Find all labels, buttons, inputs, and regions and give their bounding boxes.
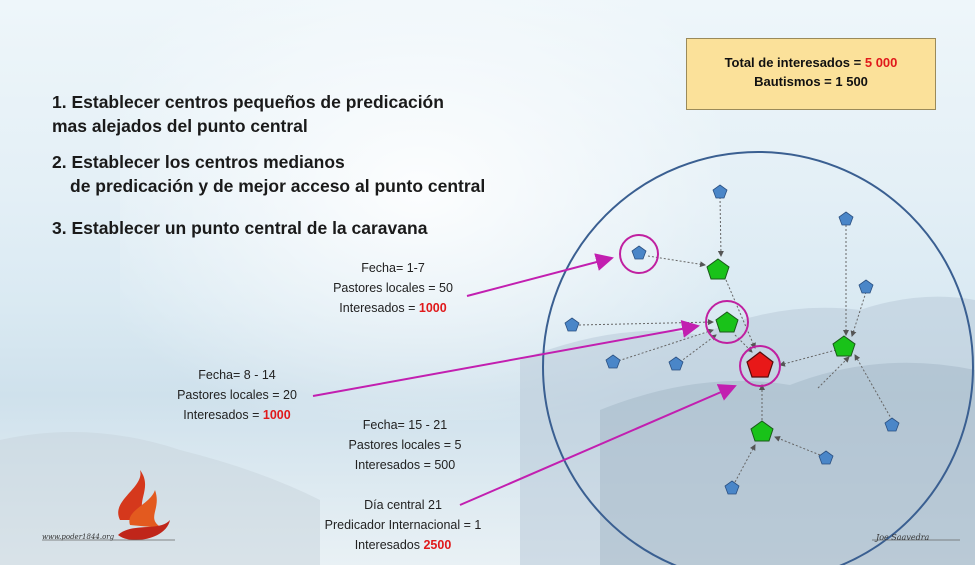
arrow-phase-1 bbox=[466, 253, 614, 297]
link bbox=[854, 354, 893, 421]
small-center bbox=[631, 245, 647, 260]
logo-flame bbox=[118, 470, 170, 540]
total-interesados-value: 5 000 bbox=[864, 55, 898, 70]
phase-4-interesados: Interesados 2500 bbox=[308, 535, 498, 555]
link bbox=[578, 319, 714, 326]
small-center bbox=[605, 354, 621, 369]
total-interesados-label: Total de interesados = bbox=[724, 55, 865, 70]
phase-4-interesados-label: Interesados bbox=[354, 538, 424, 552]
phase-1-interesados: Interesados = 1000 bbox=[318, 298, 468, 318]
phase-1-label: Fecha= 1-7 Pastores locales = 50 Interes… bbox=[318, 258, 468, 318]
caravan-area-circle bbox=[542, 151, 974, 565]
step-2-line-2: de predicación y de mejor acceso al punt… bbox=[70, 176, 486, 196]
link bbox=[734, 444, 756, 483]
small-center bbox=[818, 450, 834, 465]
link bbox=[614, 328, 714, 363]
small-center bbox=[884, 417, 900, 432]
total-bautismos: Bautismos = 1 500 bbox=[754, 74, 868, 89]
phase-4-pastores: Predicador Internacional = 1 bbox=[324, 518, 482, 532]
small-center bbox=[712, 184, 728, 199]
phase-3-interesados-value: 500 bbox=[434, 458, 456, 472]
link bbox=[717, 196, 724, 257]
phase-2-interesados: Interesados = 1000 bbox=[162, 405, 312, 425]
phase-1-fecha: Fecha= 1-7 bbox=[361, 261, 425, 275]
small-center bbox=[838, 211, 854, 226]
website-url: www.poder1844.org bbox=[42, 533, 115, 541]
step-1-line-1: 1. Establecer centros pequeños de predic… bbox=[52, 92, 444, 112]
phase-4-fecha: Día central 21 bbox=[364, 498, 442, 512]
link bbox=[679, 334, 717, 363]
phase-2-interesados-label: Interesados = bbox=[183, 408, 263, 422]
link bbox=[850, 291, 867, 337]
highlight-ring-medium bbox=[705, 300, 749, 344]
connections bbox=[578, 196, 893, 483]
medium-center bbox=[715, 311, 739, 333]
phase-4-label: Día central 21 Predicador Internacional … bbox=[308, 495, 498, 555]
medium-center bbox=[750, 420, 774, 442]
callout-arrows bbox=[312, 253, 737, 506]
main-center bbox=[746, 351, 774, 378]
highlight-ring-small bbox=[619, 234, 659, 274]
link bbox=[725, 279, 756, 349]
medium-centers bbox=[706, 258, 856, 442]
phase-1-interesados-label: Interesados = bbox=[339, 301, 419, 315]
small-center bbox=[858, 279, 874, 294]
small-centers bbox=[564, 184, 900, 495]
phase-3-pastores: Pastores locales = 5 bbox=[348, 438, 462, 452]
phase-1-interesados-value: 1000 bbox=[418, 301, 447, 315]
phase-3-interesados: Interesados = 500 bbox=[330, 455, 480, 475]
phase-2-fecha: Fecha= 8 - 14 bbox=[198, 368, 276, 382]
phase-4-interesados-value: 2500 bbox=[423, 538, 452, 552]
phase-2-pastores: Pastores locales = 20 bbox=[177, 388, 297, 402]
phase-3-fecha: Fecha= 15 - 21 bbox=[362, 418, 448, 432]
arrow-phase-4 bbox=[459, 384, 737, 506]
step-1-line-2: mas alejados del punto central bbox=[52, 116, 308, 136]
link bbox=[817, 356, 850, 389]
link bbox=[779, 349, 837, 367]
small-center bbox=[564, 317, 580, 332]
signature: Joe Saavedra bbox=[876, 533, 930, 542]
arrow-phase-2 bbox=[312, 320, 700, 397]
phase-3-label: Fecha= 15 - 21 Pastores locales = 5 Inte… bbox=[330, 415, 480, 475]
totals-box: Total de interesados = 5 000 Bautismos =… bbox=[686, 38, 936, 110]
link bbox=[774, 436, 821, 456]
step-2-line-1: 2. Establecer los centros medianos bbox=[52, 152, 345, 172]
medium-center bbox=[706, 258, 730, 280]
small-center bbox=[668, 356, 684, 371]
highlight-ring-main bbox=[739, 345, 781, 387]
phase-2-interesados-value: 1000 bbox=[262, 408, 291, 422]
phase-1-pastores: Pastores locales = 50 bbox=[333, 281, 453, 295]
medium-center bbox=[832, 335, 856, 357]
small-center bbox=[724, 480, 740, 495]
total-interesados: Total de interesados = 5 000 bbox=[687, 53, 935, 72]
phase-3-interesados-label: Interesados = bbox=[354, 458, 435, 472]
step-3: 3. Establecer un punto central de la car… bbox=[52, 218, 428, 238]
phase-2-label: Fecha= 8 - 14 Pastores locales = 20 Inte… bbox=[162, 365, 312, 425]
